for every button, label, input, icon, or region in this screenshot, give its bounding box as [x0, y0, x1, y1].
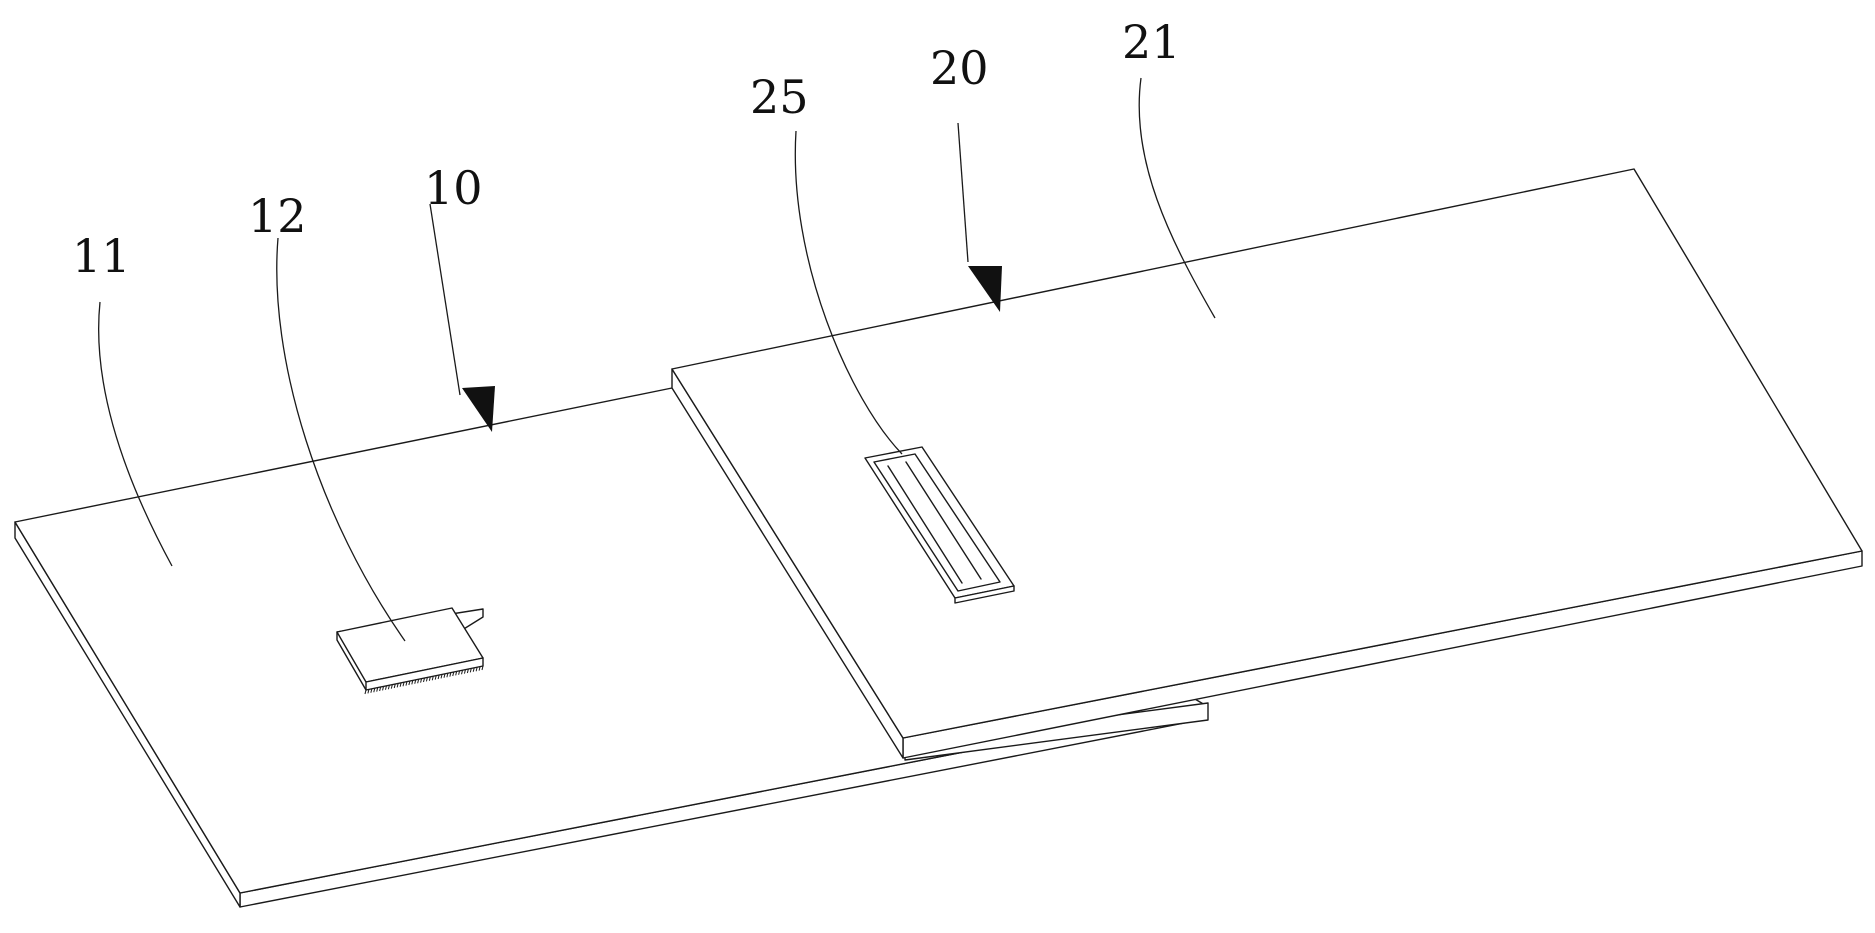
- chip-pin: [396, 683, 399, 688]
- connector-front: [954, 585, 1015, 604]
- chip-pin: [478, 666, 481, 671]
- chip-pin: [443, 673, 446, 678]
- chip-pin: [446, 673, 449, 678]
- chip-pin: [382, 686, 385, 691]
- connector-contact-line: [905, 461, 982, 580]
- chip-pin: [461, 670, 464, 675]
- chip-pin: [414, 679, 417, 684]
- label-10: 10: [424, 161, 483, 215]
- connector-contact-line: [887, 465, 963, 584]
- chip-pin: [387, 685, 390, 690]
- chip-pin: [393, 683, 396, 689]
- chip-pin: [472, 667, 475, 672]
- chip-pin: [449, 672, 452, 677]
- chip-pin: [431, 676, 434, 681]
- chip-pin: [452, 671, 455, 677]
- chip-pin: [420, 678, 423, 683]
- leader-line-11: [98, 301, 173, 567]
- second-board-top-face: [671, 168, 1863, 739]
- chip-pin: [364, 689, 367, 695]
- chip-pin: [425, 677, 428, 682]
- chip-pin: [417, 679, 420, 684]
- chip-pin: [411, 680, 414, 685]
- chip-pin: [390, 684, 393, 689]
- chip-pin: [376, 687, 379, 692]
- label-20: 20: [930, 41, 989, 95]
- chip-pin: [437, 674, 440, 680]
- chip-pin: [455, 671, 458, 676]
- chip-pin: [373, 688, 376, 693]
- chip-pin: [475, 667, 478, 672]
- leader-line-21: [1138, 77, 1216, 319]
- chip-pin: [423, 677, 425, 683]
- label-21: 21: [1122, 15, 1181, 69]
- chip-pin: [408, 680, 411, 686]
- chip-pin: [469, 668, 472, 673]
- arrow-10-icon: [462, 386, 495, 432]
- chip-pin: [463, 669, 466, 674]
- leader-line-25: [794, 130, 903, 455]
- leader-lines: [98, 77, 1216, 642]
- connector-inner-slot: [873, 453, 1001, 592]
- label-11: 11: [72, 229, 131, 283]
- first-board: [14, 387, 1206, 908]
- chip-pin: [428, 676, 431, 681]
- chip-pin: [399, 682, 402, 687]
- chip-pin: [440, 674, 443, 679]
- chip-pin: [458, 670, 461, 675]
- chip-pin: [384, 685, 387, 690]
- chip-pin: [481, 665, 484, 671]
- arrow-20-icon: [968, 266, 1002, 312]
- leader-line-10: [429, 203, 461, 396]
- chip-pin: [379, 686, 382, 692]
- chip-pin: [402, 682, 405, 687]
- chip-pin: [370, 688, 373, 693]
- chip: [336, 607, 484, 695]
- chip-pin: [367, 689, 370, 694]
- label-25: 25: [750, 70, 809, 124]
- second-board: [671, 168, 1863, 761]
- leader-line-20: [957, 122, 969, 263]
- leader-line-12: [276, 237, 406, 642]
- chip-pin: [434, 675, 437, 680]
- label-12: 12: [248, 189, 307, 243]
- chip-pin: [466, 668, 469, 674]
- connector: [864, 446, 1015, 604]
- chip-pin: [405, 681, 408, 686]
- chip-pins: [364, 665, 484, 695]
